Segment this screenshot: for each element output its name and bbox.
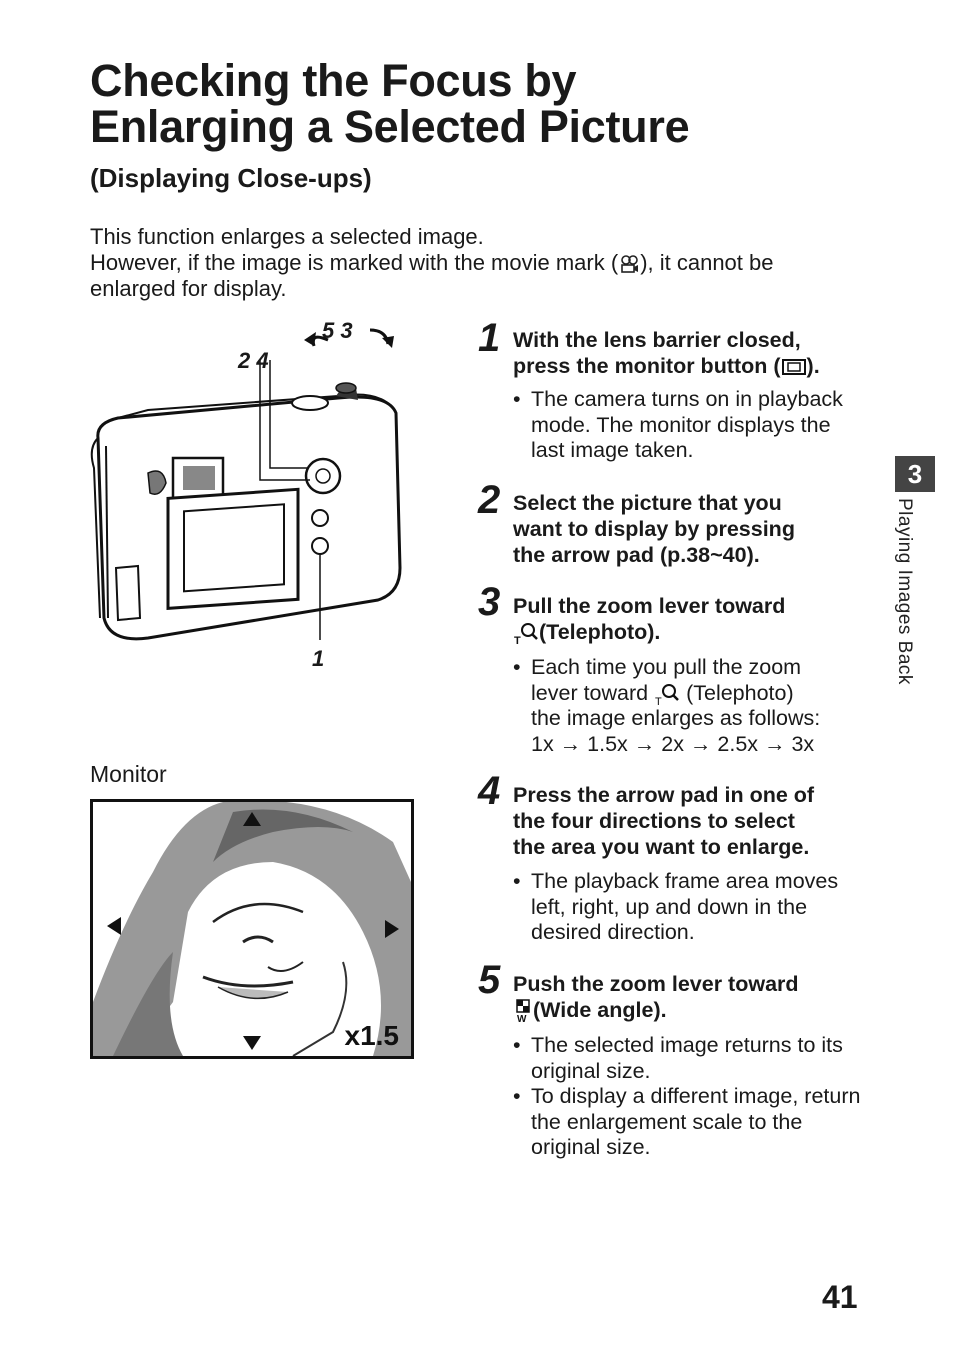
step-3-bullet-text: Each time you pull the zoom lever toward… xyxy=(513,655,863,757)
step-4-heading-b: the four directions to select xyxy=(513,809,795,833)
wide-angle-icon: W xyxy=(516,999,530,1023)
step-5-heading-a: Push the zoom lever toward xyxy=(513,972,799,996)
step-1-bullet: • The camera turns on in playback mode. … xyxy=(513,387,863,464)
callout-1: 1 xyxy=(312,646,325,671)
step-5-bullet-2-text: To display a different image, return the… xyxy=(531,1084,861,1159)
step-3-bullet-line-2: lever toward xyxy=(531,680,649,705)
step-2-number: 2 xyxy=(478,478,501,522)
page-subtitle: (Displaying Close-ups) xyxy=(90,163,372,193)
step-1-heading: With the lens barrier closed, press the … xyxy=(513,327,873,379)
telephoto-icon: T xyxy=(514,623,538,645)
step-3-bullet-line-1: Each time you pull the zoom xyxy=(531,655,802,679)
intro-line-1: This function enlarges a selected image. xyxy=(90,224,484,249)
callout-5-3: 5 3 xyxy=(322,318,353,343)
intro-line-3: enlarged for display. xyxy=(90,276,287,301)
title-line-2: Enlarging a Selected Picture xyxy=(90,101,690,152)
step-5-bullet-2: • To display a different image, return t… xyxy=(513,1084,863,1161)
step-4-heading-a: Press the arrow pad in one of xyxy=(513,783,815,807)
step-3-heading-a: Pull the zoom lever toward xyxy=(513,594,786,618)
bullet-dot: • xyxy=(513,655,521,679)
step-4-heading: Press the arrow pad in one of the four d… xyxy=(513,782,873,860)
monitor-label: Monitor xyxy=(90,761,167,787)
step-4-heading-c: the area you want to enlarge. xyxy=(513,835,810,859)
step-3-heading: Pull the zoom lever toward T (Telephoto). xyxy=(513,593,873,645)
movie-mark-icon xyxy=(621,255,639,273)
step-5-heading: Push the zoom lever toward W (Wide angle)… xyxy=(513,971,873,1023)
step-2-heading: Select the picture that you want to disp… xyxy=(513,490,873,568)
step-5-number: 5 xyxy=(478,958,501,1002)
step-2-heading-a: Select the picture that you xyxy=(513,491,782,515)
bullet-dot: • xyxy=(513,1033,521,1057)
callout-2-4: 2 4 xyxy=(238,348,269,373)
step-3-bullet: • Each time you pull the zoom lever towa… xyxy=(513,655,863,757)
monitor-display: x1.5 xyxy=(90,799,414,1059)
step-3-bullet-line-2b: (Telephoto) xyxy=(686,680,794,705)
bullet-dot: • xyxy=(513,869,521,893)
step-1-heading-a: With the lens barrier closed, xyxy=(513,328,801,352)
intro-line-2b: ), it cannot be xyxy=(640,250,774,275)
chapter-label: Playing Images Back xyxy=(894,498,915,685)
step-3-bullet-line-4: 1x → 1.5x → 2x → 2.5x → 3x xyxy=(531,731,815,756)
step-2-heading-b: want to display by pressing xyxy=(513,517,795,541)
camera-illustration xyxy=(90,328,402,641)
step-4-number: 4 xyxy=(478,769,501,813)
step-2-heading-c: the arrow pad (p.38~40). xyxy=(513,543,760,567)
step-4-bullet: • The playback frame area moves left, ri… xyxy=(513,869,863,946)
step-3-number: 3 xyxy=(478,580,501,624)
step-3-heading-b: (Telephoto). xyxy=(539,620,661,644)
step-1-heading-c: ). xyxy=(806,354,820,378)
step-5-bullet-1: • The selected image returns to its orig… xyxy=(513,1033,863,1084)
step-1-number: 1 xyxy=(478,316,501,360)
chapter-tab: 3 xyxy=(895,456,935,492)
svg-text:T: T xyxy=(514,635,521,645)
step-5-heading-b: (Wide angle). xyxy=(533,998,667,1022)
bullet-dot: • xyxy=(513,387,521,411)
monitor-button-icon xyxy=(781,359,806,376)
step-4-bullet-text: The playback frame area moves left, righ… xyxy=(531,869,839,944)
svg-text:T: T xyxy=(655,696,662,706)
page-number: 41 xyxy=(822,1279,858,1315)
bullet-dot: • xyxy=(513,1084,521,1108)
svg-text:W: W xyxy=(517,1014,527,1023)
step-1-bullet-text: The camera turns on in playback mode. Th… xyxy=(531,387,843,462)
step-5-bullet-1-text: The selected image returns to its origin… xyxy=(531,1033,843,1083)
zoom-level-badge: x1.5 xyxy=(344,1020,400,1051)
intro-line-2a: However, if the image is marked with the… xyxy=(90,250,619,275)
step-1-heading-b: press the monitor button ( xyxy=(513,354,781,378)
intro-paragraph: This function enlarges a selected image.… xyxy=(90,224,880,302)
portrait-image xyxy=(93,802,411,1056)
step-3-bullet-line-3: the image enlarges as follows: xyxy=(531,706,821,730)
title-line-1: Checking the Focus by xyxy=(90,55,577,106)
page-title: Checking the Focus by Enlarging a Select… xyxy=(90,55,690,152)
telephoto-icon: T xyxy=(655,683,679,706)
